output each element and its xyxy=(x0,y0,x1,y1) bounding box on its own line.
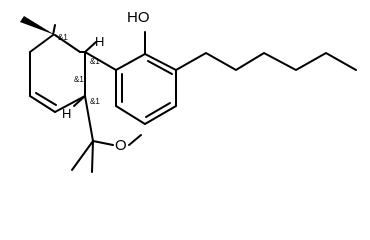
bond-o-c4a xyxy=(128,134,142,146)
h-bond-c6a xyxy=(73,95,86,107)
stereo-label-c6a-ring: &1 xyxy=(90,97,100,106)
bond-c10-c9 xyxy=(54,34,81,53)
bond-c10a-c10b xyxy=(84,51,117,71)
bond-c6b-c6a xyxy=(54,95,86,113)
stereo-label-c6a: &1 xyxy=(74,75,84,84)
methyl-wedge-c9 xyxy=(20,16,55,35)
h-bond-c10a xyxy=(84,41,97,53)
methyl-c6-right xyxy=(91,140,94,173)
bond-c6a-c6 xyxy=(84,95,94,142)
cyclohexene-ring xyxy=(29,24,86,113)
bond-c6-o xyxy=(92,140,114,146)
methyl-c6-left xyxy=(71,140,94,171)
bond-c7-c6a-double-outer xyxy=(29,95,56,113)
h-label-top: H xyxy=(95,34,104,49)
bond-ar-2-inner xyxy=(147,60,173,75)
oh-label: HO xyxy=(127,9,150,26)
bond-ar-4-inner xyxy=(145,102,171,118)
stereo-label-c9: &1 xyxy=(58,33,68,42)
bond-ar-2 xyxy=(144,53,177,71)
h-label-bottom: H xyxy=(62,106,71,121)
bond-c9-c8 xyxy=(29,34,54,53)
bond-c9-c10 xyxy=(52,24,56,36)
ring-oxygen-label: O xyxy=(115,137,127,154)
pentyl-chain xyxy=(175,51,357,72)
bond-ar-1 xyxy=(115,53,146,71)
bond-c7-c6a-double-inner xyxy=(35,92,57,106)
bond-ar-4 xyxy=(144,105,177,125)
bond-ar-5 xyxy=(115,105,146,125)
stereo-label-c10a: &1 xyxy=(90,57,100,66)
aromatic-ring xyxy=(115,53,177,125)
molecule-structure: HO O H H &1 &1 &1 &1 xyxy=(20,9,357,173)
pyran-ring xyxy=(84,51,142,146)
